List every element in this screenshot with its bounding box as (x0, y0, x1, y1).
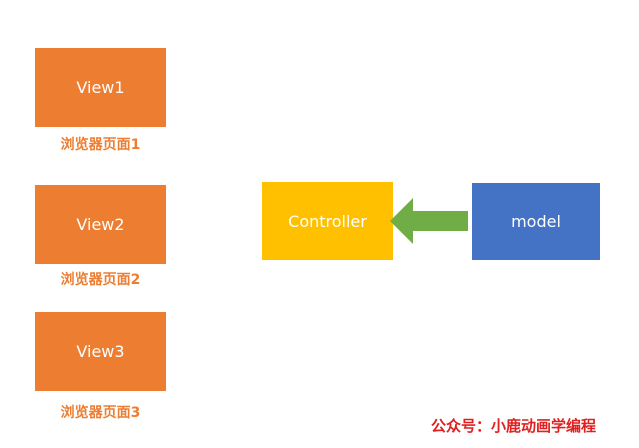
controller-box: Controller (262, 182, 393, 260)
view2-caption: 浏览器页面2 (60, 272, 141, 288)
view1-box: View1 (35, 48, 166, 127)
view1-caption: 浏览器页面1 (60, 137, 141, 153)
controller-label: Controller (288, 211, 367, 231)
view2-box: View2 (35, 185, 166, 264)
model-label: model (511, 212, 561, 231)
model-box: model (472, 183, 600, 260)
view1-label: View1 (76, 78, 125, 97)
left-arrow-icon (390, 198, 468, 244)
view3-box: View3 (35, 312, 166, 391)
view2-label: View2 (76, 215, 125, 234)
view3-label: View3 (76, 342, 125, 361)
watermark-text: 公众号：小鹿动画学编程 (431, 417, 597, 435)
view3-caption: 浏览器页面3 (60, 405, 141, 421)
